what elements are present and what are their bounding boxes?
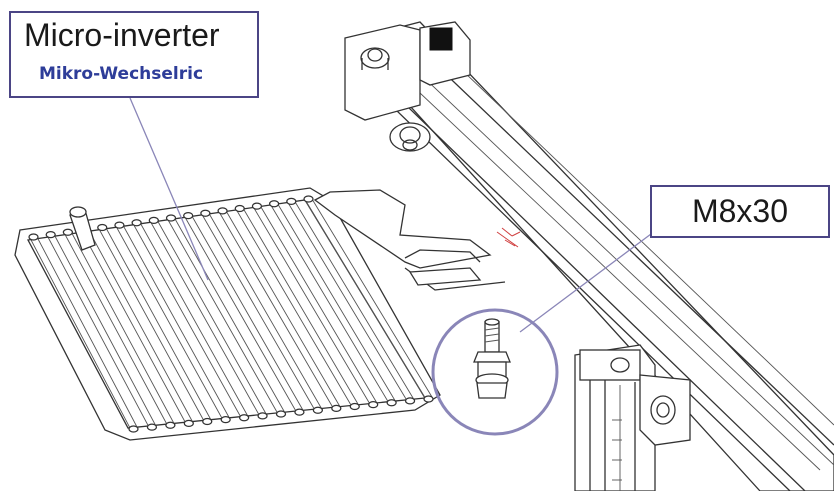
heatsink-fin-cap bbox=[114, 221, 125, 229]
heatsink-fin-cap bbox=[303, 195, 314, 203]
heatsink-fin bbox=[81, 229, 193, 423]
bolt-highlight-circle bbox=[431, 308, 559, 436]
heatsink-fin-cap bbox=[286, 197, 297, 206]
heatsink-fin-cap bbox=[386, 399, 397, 407]
heatsink-fin-cap bbox=[165, 214, 177, 222]
rail-red-mark bbox=[496, 227, 521, 248]
inverter-callout-subtitle: Mikro-Wechselric bbox=[39, 64, 204, 84]
heatsink-fin-cap bbox=[202, 417, 213, 426]
bolt-callout-box: M8x30 bbox=[650, 185, 830, 238]
heatsink-fin-cap bbox=[62, 228, 74, 236]
heatsink-fin-cap bbox=[220, 415, 231, 424]
heatsink-fin bbox=[218, 210, 341, 408]
heatsink-fin-cap bbox=[28, 233, 39, 241]
heatsink-fin-cap bbox=[200, 209, 211, 217]
heatsink-fin-cap bbox=[97, 223, 108, 232]
heatsink-fin bbox=[253, 205, 378, 404]
heatsink-fin-cap bbox=[294, 408, 305, 416]
heatsink-fin-cap bbox=[368, 400, 379, 409]
inverter-leader-line bbox=[129, 97, 209, 281]
heatsink-fin-cap bbox=[404, 397, 416, 405]
heatsink-fin bbox=[29, 236, 138, 429]
vertical-rail bbox=[574, 344, 691, 491]
heatsink-fin-cap bbox=[183, 419, 194, 428]
heatsink-fin bbox=[132, 222, 249, 417]
heatsink-fin bbox=[115, 224, 230, 419]
heatsink-fin-cap bbox=[268, 200, 280, 208]
heatsink-fin bbox=[46, 234, 156, 427]
heatsink-fin-cap bbox=[234, 204, 245, 213]
micro-inverter bbox=[14, 187, 506, 441]
heatsink-fin-cap bbox=[275, 410, 287, 418]
heatsink-fin bbox=[167, 217, 285, 414]
heatsink-fin-cap bbox=[331, 404, 342, 413]
heatsink-fin bbox=[98, 227, 212, 421]
heatsink-fin bbox=[184, 215, 304, 412]
heatsink-fin-cap bbox=[165, 421, 176, 429]
heatsink-fin-cap bbox=[217, 207, 228, 215]
heatsink-fin-cap bbox=[131, 219, 142, 227]
inverter-callout-box: Micro-inverter Mikro-Wechselric bbox=[9, 11, 259, 98]
heatsink-fin-cap bbox=[349, 402, 360, 411]
heatsink-fin-cap bbox=[423, 395, 434, 403]
heatsink-fin-cap bbox=[251, 202, 263, 210]
heatsink-fin-cap bbox=[183, 211, 194, 220]
bolt-callout-label: M8x30 bbox=[691, 193, 789, 229]
heatsink-fin-cap bbox=[312, 406, 324, 414]
callout-leaders bbox=[129, 97, 652, 436]
heatsink-fin bbox=[201, 213, 322, 410]
heatsink-fin-cap bbox=[257, 412, 268, 420]
bolt-assembly bbox=[473, 318, 511, 399]
inverter-callout-title: Micro-inverter bbox=[24, 17, 220, 53]
heatsink-fin bbox=[270, 203, 396, 402]
heatsink-fin-cap bbox=[128, 425, 139, 433]
heatsink-fin bbox=[304, 198, 433, 399]
heatsink-fin bbox=[149, 220, 267, 416]
heatsink-fin bbox=[235, 208, 359, 406]
heatsink-fin bbox=[63, 232, 175, 425]
bolt-leader-line bbox=[519, 233, 652, 333]
heatsink-fin-cap bbox=[146, 423, 158, 431]
heatsink-fin bbox=[287, 201, 414, 401]
heatsink-fin-cap bbox=[238, 414, 250, 422]
heatsink-fin-cap bbox=[45, 230, 56, 239]
top-rail-clamp bbox=[344, 21, 471, 152]
heatsink-fin-cap bbox=[148, 216, 159, 225]
